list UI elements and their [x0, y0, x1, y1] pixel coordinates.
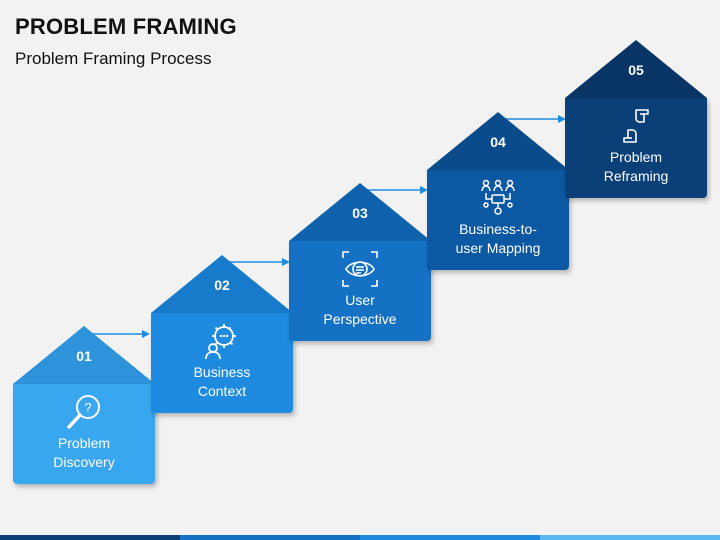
step-5: 05 Problem Reframing — [565, 40, 707, 200]
step-5-roof — [565, 40, 707, 98]
step-4-number: 04 — [490, 134, 506, 150]
step-1-number: 01 — [76, 348, 92, 364]
footer-color-bar — [0, 535, 720, 540]
step-3-roof — [289, 183, 431, 241]
step-2-label-line1: Business — [193, 364, 251, 380]
step-1-label-line1: Problem — [57, 435, 111, 451]
eye-focus-icon — [342, 251, 378, 287]
step-2-box: Business Context — [151, 313, 293, 413]
step-3-label-line2: Perspective — [323, 311, 397, 327]
step-5-label: Problem Reframing — [569, 148, 703, 186]
step-1-roof-shape — [13, 326, 155, 384]
step-4: 04 Business-to- user Mapping — [427, 112, 569, 272]
step-2-number: 02 — [214, 277, 230, 293]
step-3: 03 User Perspective — [289, 183, 431, 343]
step-3-label-line1: User — [345, 292, 375, 308]
people-network-icon — [481, 179, 515, 215]
step-1: 01 ? Problem Discovery — [13, 326, 155, 486]
step-4-label: Business-to- user Mapping — [431, 220, 565, 258]
hands-frame-icon — [623, 109, 649, 143]
step-5-number: 05 — [628, 62, 644, 78]
step-4-label-line2: user Mapping — [455, 240, 541, 256]
step-2-roof-shape — [151, 255, 293, 313]
svg-text:?: ? — [84, 400, 91, 415]
step-4-roof — [427, 112, 569, 170]
step-3-label: User Perspective — [293, 291, 427, 329]
page-title: PROBLEM FRAMING — [15, 14, 237, 39]
step-3-roof-shape — [289, 183, 431, 241]
step-4-roof-shape — [427, 112, 569, 170]
step-5-label-line1: Problem — [609, 149, 663, 165]
step-5-label-line2: Reframing — [603, 168, 669, 184]
step-4-box: Business-to- user Mapping — [427, 170, 569, 270]
step-5-box: Problem Reframing — [565, 98, 707, 198]
step-3-box: User Perspective — [289, 241, 431, 341]
step-1-label-line2: Discovery — [53, 454, 115, 470]
page-subtitle: Problem Framing Process — [15, 49, 212, 68]
step-1-roof — [13, 326, 155, 384]
step-2: 02 Business Context — [151, 255, 293, 415]
step-2-roof — [151, 255, 293, 313]
step-4-label-line1: Business-to- — [459, 221, 537, 237]
step-1-label: Problem Discovery — [17, 434, 151, 472]
magnifier-question-icon: ? — [67, 395, 100, 429]
step-3-number: 03 — [352, 205, 368, 221]
gear-user-chat-icon — [205, 324, 236, 360]
step-2-label-line2: Context — [197, 383, 247, 399]
step-2-label: Business Context — [155, 363, 289, 401]
step-5-roof-shape — [565, 40, 707, 98]
step-1-box: ? Problem Discovery — [13, 384, 155, 484]
